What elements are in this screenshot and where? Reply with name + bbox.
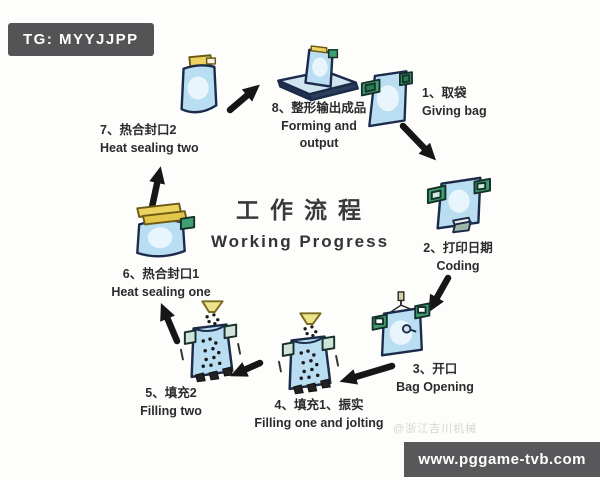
step-6-heat-sealing-one: 6、热合封口1 Heat sealing one <box>100 202 222 301</box>
bag-date-coder-icon <box>426 176 491 234</box>
step-label: 2、打印日期 Coding <box>423 241 493 273</box>
step-7-heat-sealing-two: 7、热合封口2 Heat sealing two <box>100 54 224 157</box>
bag-opening-suction-icon <box>371 291 431 357</box>
step-3-bag-opening: 3、开口 Bag Opening <box>368 291 502 396</box>
tg-badge: TG: MYYJJPP <box>8 23 154 56</box>
step-label: 4、填充1、振实 Filling one and jolting <box>254 398 384 430</box>
step-label: 8、整形输出成品 Forming and output <box>271 101 367 150</box>
step-label: 3、开口 Bag Opening <box>396 362 474 394</box>
funnel-filling-bag-icon <box>180 300 242 383</box>
website-badge: www.pggame-tvb.com <box>404 442 600 477</box>
step-8-forming-output: 8、整形输出成品 Forming and output <box>262 44 376 153</box>
step-label: 5、填充2 Filling two <box>140 386 202 418</box>
arrow-7-to-8 <box>226 84 260 114</box>
title-chinese: 工作流程 <box>236 197 372 223</box>
sealed-bag-cap-icon <box>180 54 218 114</box>
step-label: 7、热合封口2 Heat sealing two <box>100 123 199 155</box>
bag-on-conveyor-icon <box>277 45 359 102</box>
step-2-coding: 2、打印日期 Coding <box>412 174 504 275</box>
flat-bag-icon <box>360 70 413 128</box>
bag-heat-seal-bars-icon <box>136 202 196 258</box>
step-1-giving-bag: 1、取袋 Giving bag <box>360 68 487 134</box>
step-4-filling-one-jolting: 4、填充1、振实 Filling one and jolting <box>240 311 398 432</box>
manufacturer-watermark: @浙江吉川机械 <box>393 423 478 435</box>
step-label: 6、热合封口1 Heat sealing one <box>111 267 211 299</box>
funnel-filling-bag-icon <box>278 312 340 395</box>
title-english: Working Progress <box>210 232 390 251</box>
step-label: 1、取袋 Giving bag <box>422 86 487 118</box>
step-5-filling-two: 5、填充2 Filling two <box>118 299 242 420</box>
diagram-title: 工作流程 Working Progress <box>190 191 410 252</box>
